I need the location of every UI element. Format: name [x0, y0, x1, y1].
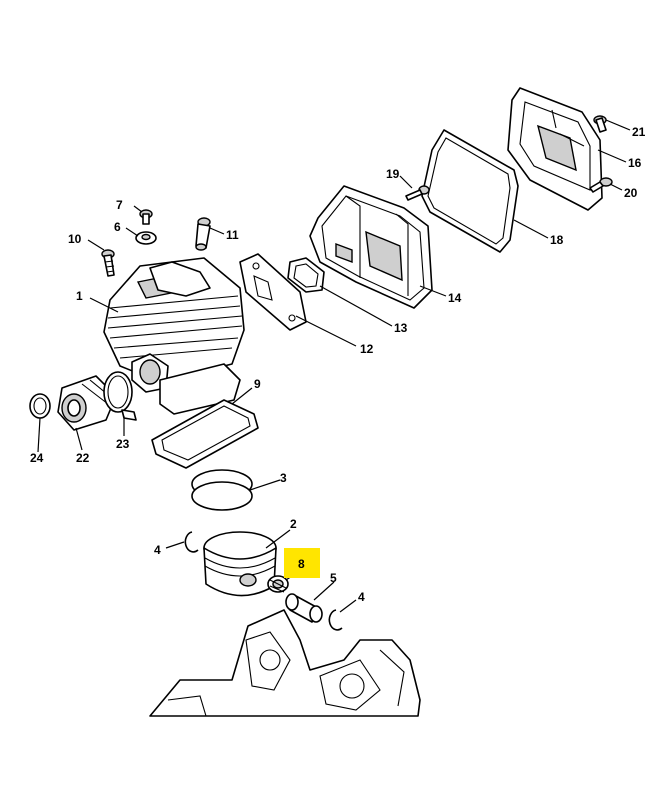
muffler-part: [309, 185, 433, 309]
screw-7-part: [139, 209, 153, 225]
cylinder-part: [103, 257, 245, 415]
callout-19: 19: [386, 167, 400, 181]
circlip-right-part: [328, 609, 343, 631]
callout-14: 14: [448, 291, 462, 305]
screw-19-part: [405, 185, 430, 201]
ring-24-part: [29, 393, 51, 419]
piston-pin-part: [285, 593, 323, 623]
muffler-gasket-part: [421, 129, 519, 253]
leader-lines: [37, 119, 631, 613]
intake-manifold-part: [57, 375, 117, 431]
piston-part: [203, 531, 277, 597]
callout-1: 1: [76, 289, 83, 303]
clamp-23-part: [103, 371, 137, 421]
callout-4-left: 4: [154, 543, 161, 557]
callout-8: 8: [298, 557, 305, 571]
callout-10: 10: [68, 232, 82, 246]
muffler-cover-part: [507, 87, 603, 211]
callout-5: 5: [330, 571, 337, 585]
plug-11-part: [195, 217, 211, 251]
screw-21-part: [593, 115, 607, 133]
callout-13: 13: [394, 321, 408, 335]
callout-9: 9: [254, 377, 261, 391]
exhaust-plate-12-part: [239, 253, 307, 331]
callout-7: 7: [116, 198, 123, 212]
circlip-left-part: [184, 531, 199, 553]
callout-23: 23: [116, 437, 130, 451]
washer-6-part: [135, 231, 157, 245]
exhaust-gasket-13-part: [287, 257, 325, 293]
callout-2: 2: [290, 517, 297, 531]
highlight-box: [284, 548, 320, 578]
callout-11: 11: [226, 228, 239, 242]
callout-6: 6: [114, 220, 121, 234]
callout-4-right: 4: [358, 590, 365, 604]
callout-24: 24: [30, 451, 44, 465]
callout-3: 3: [280, 471, 287, 485]
callout-22: 22: [76, 451, 90, 465]
piston-rings-part: [191, 469, 253, 511]
callout-12: 12: [360, 342, 374, 356]
needle-cage-part: [267, 575, 289, 593]
crankcase-part: [149, 609, 421, 717]
screw-10-part: [101, 249, 115, 277]
base-gasket-part: [151, 399, 259, 469]
callout-16: 16: [628, 156, 642, 170]
callout-20: 20: [624, 186, 638, 200]
screw-20-part: [589, 177, 613, 193]
callout-21: 21: [632, 125, 646, 139]
callout-18: 18: [550, 233, 564, 247]
